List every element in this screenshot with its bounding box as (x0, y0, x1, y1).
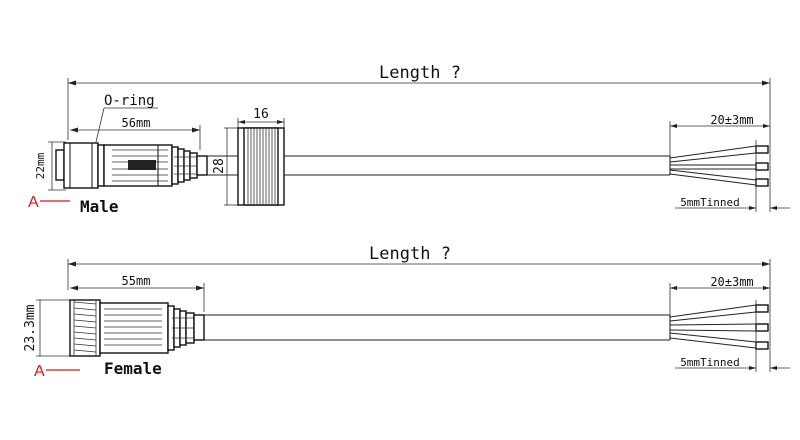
male-strip-label: 20±3mm (710, 113, 753, 127)
male-overall-length-dimension: Length ? (67, 63, 771, 212)
nut-width-label: 16 (253, 107, 269, 122)
male-cable (207, 155, 671, 176)
male-56mm-label: 56mm (122, 116, 151, 130)
male-cable-assembly: Length ? O-ring 56mm 22mm (28, 63, 790, 216)
female-cable (204, 314, 671, 341)
female-cable-assembly: Length ? 55mm 23.3mm (23, 244, 790, 380)
male-tinned-dimension: 5mmTinned (675, 196, 790, 210)
nut-height-label: 28 (212, 158, 227, 174)
female-tinned-label: 5mmTinned (680, 356, 740, 369)
female-diameter-dimension: 23.3mm (23, 299, 70, 357)
male-label: Male (80, 197, 119, 216)
male-strip-dimension: 20±3mm (669, 113, 770, 156)
male-tinned-label: 5mmTinned (680, 196, 740, 209)
female-length-label: Length ? (369, 244, 451, 264)
oring-leader (95, 107, 105, 143)
male-wires (669, 140, 769, 212)
female-connector (69, 299, 205, 357)
male-section-marker: A (28, 194, 39, 211)
male-nut: 16 28 (212, 107, 285, 206)
female-strip-dimension: 20±3mm (669, 275, 770, 315)
male-connector-length-dimension: 56mm (70, 116, 201, 150)
female-tinned-dimension: 5mmTinned (675, 356, 790, 370)
female-strip-label: 20±3mm (710, 275, 753, 289)
male-22mm-label: 22mm (34, 152, 47, 179)
female-55mm-label: 55mm (122, 274, 151, 288)
female-wires (669, 300, 769, 372)
male-connector (55, 142, 208, 189)
oring-label: O-ring (104, 93, 155, 109)
female-section-marker: A (34, 363, 45, 380)
female-overall-length-dimension: Length ? (67, 244, 771, 372)
female-23mm-label: 23.3mm (23, 304, 38, 351)
male-length-label: Length ? (379, 63, 461, 83)
male-diameter-dimension: 22mm (34, 141, 66, 191)
female-label: Female (104, 359, 162, 378)
female-connector-length-dimension: 55mm (70, 274, 205, 312)
